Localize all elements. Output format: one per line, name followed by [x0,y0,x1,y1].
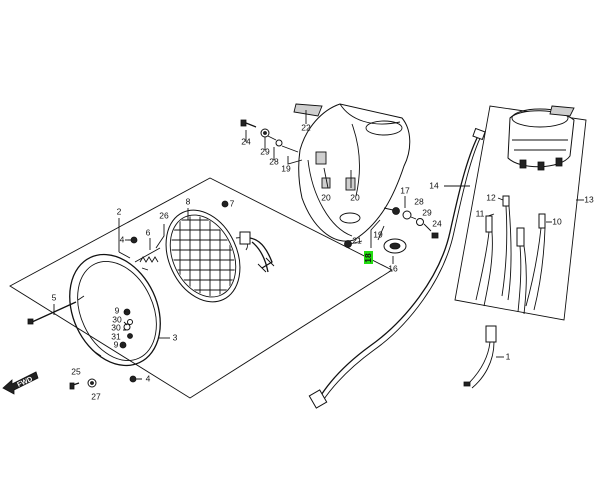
callout-31: 31 [111,331,121,341]
meter-harness [463,325,497,389]
callout-11: 11 [476,208,485,218]
callout-26: 26 [159,210,169,220]
callout-30-a: 30 [112,314,122,324]
callout-25: 25 [71,366,81,376]
callout-20-a: 20 [321,192,331,202]
meter-label-plate [549,105,575,117]
adjusting-spring [134,247,161,263]
speedometer-cable [308,127,486,409]
bolt-7 [221,200,229,208]
callout-7: 7 [230,198,235,208]
callout-30-b: 30 [111,322,121,332]
callout-9-b: 9 [114,339,119,349]
callout-2: 2 [117,206,122,216]
callout-8: 8 [186,196,191,206]
callout-20-b: 20 [350,192,360,202]
socket-wires [239,231,275,273]
callout-labels: 2 4 6 26 8 7 5 9 30 30 31 9 3 4 25 27 24… [52,122,594,401]
callout-7-left: 6 [146,227,151,237]
sealed-beam-unit [165,206,248,306]
callout-3: 3 [173,332,178,342]
callout-1: 1 [506,351,511,361]
callout-13: 13 [584,194,594,204]
callout-28-upper: 28 [269,156,279,166]
bolt-24-lower-set [383,207,439,239]
callout-4-lower: 4 [146,373,151,383]
label-plate [293,103,323,117]
callout-9-a: 9 [115,305,120,315]
indicator-bulbs [475,195,546,315]
callout-18: 18 [363,253,373,263]
callout-24-upper: 24 [241,136,251,146]
fwd-label: FWD [16,376,33,389]
callout-28-lower: 28 [414,196,424,206]
bolt-24-upper-set [240,119,299,153]
callout-18-highlight [364,251,373,264]
headlight-case [298,103,411,242]
headlight-rim [69,253,161,367]
callout-21: 21 [352,235,362,245]
meter-group-frame [454,105,587,321]
hardware-25-27 [69,378,97,390]
callout-27: 27 [91,391,101,401]
callout-29-upper: 29 [260,146,270,156]
fwd-arrow: FWD [2,371,39,395]
cable-grommet [383,238,407,254]
callout-12: 12 [486,192,496,202]
callout-16: 16 [388,263,398,273]
callout-22: 22 [301,122,311,132]
callout-19-a: 19 [281,163,291,173]
callout-14: 14 [429,180,439,190]
callout-4-upper: 4 [120,234,125,244]
callout-19-b: 19 [373,229,383,239]
callout-24-lower: 24 [432,218,442,228]
callout-29-lower: 29 [422,207,432,217]
leader-lines [53,110,584,380]
callout-10: 10 [552,216,562,226]
callout-5: 5 [52,292,57,302]
small-hardware [119,308,133,349]
screw-5 [27,301,77,325]
callout-17: 17 [400,185,410,195]
speedometer-housing [507,108,575,171]
